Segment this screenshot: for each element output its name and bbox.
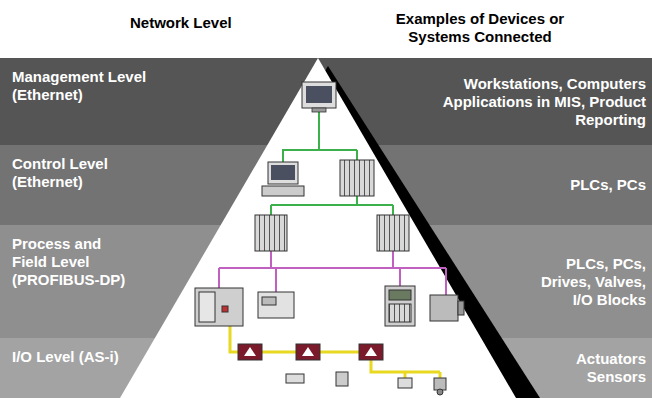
column-heading: Network Level <box>130 14 300 32</box>
pc-icon <box>262 162 304 196</box>
level-label: I/O Level (AS-i) <box>12 348 162 366</box>
device-examples: Actuators Sensors <box>564 350 646 386</box>
asi-modules <box>238 344 383 360</box>
column-heading: Examples of Devices or Systems Connected <box>380 10 580 46</box>
level-label: Control Level (Ethernet) <box>12 155 162 191</box>
network-band: Control Level (Ethernet) PLCs, PCs <box>0 145 652 225</box>
network-band: I/O Level (AS-i) Actuators Sensors <box>0 338 652 398</box>
pyramid-shadow <box>130 66 540 398</box>
level-label: Management Level (Ethernet) <box>12 68 162 104</box>
device-examples: PLCs, PCs <box>446 176 646 194</box>
network-band: Process and Field Level (PROFIBUS-DP) PLC… <box>0 225 652 338</box>
asi-lines <box>230 326 440 378</box>
plc-racks <box>255 160 409 251</box>
level-label: Process and Field Level (PROFIBUS-DP) <box>12 235 137 289</box>
ethernet-lines <box>271 112 393 215</box>
pyramid <box>120 58 516 398</box>
profibus-lines <box>219 251 446 295</box>
workstation-icon <box>302 82 336 112</box>
sensor-icons <box>286 372 446 395</box>
device-examples: Workstations, Computers Applications in … <box>441 75 646 129</box>
device-examples: PLCs, PCs, Drives, Valves, I/O Blocks <box>524 255 646 309</box>
field-devices <box>195 286 464 326</box>
network-band: Management Level (Ethernet) Workstations,… <box>0 58 652 145</box>
